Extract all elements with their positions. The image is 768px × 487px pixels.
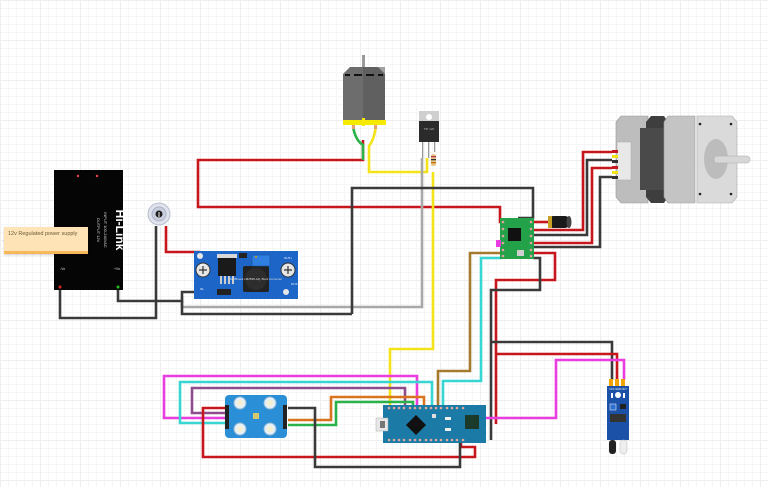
buck-in-pos-label: IN+ <box>200 263 205 267</box>
wire-magenta-color[interactable] <box>162 374 419 420</box>
wire-magenta-ir[interactable] <box>400 358 626 420</box>
wire-cyan-driver[interactable] <box>441 256 502 408</box>
wire-brown[interactable] <box>436 251 502 408</box>
wire-black-buck-out[interactable] <box>180 301 352 316</box>
wire-orange-color[interactable] <box>288 395 426 422</box>
note-text: 12v Regulated power supply <box>8 231 78 237</box>
wire-stepper-2[interactable] <box>533 158 612 237</box>
wire-red-ir[interactable] <box>496 352 619 380</box>
wire-cyan-color[interactable] <box>178 380 434 425</box>
wire-black-color[interactable] <box>288 406 462 469</box>
arduino-nano[interactable] <box>375 405 486 443</box>
wire-black-switch[interactable] <box>58 226 158 320</box>
psu-neg-terminal[interactable] <box>58 285 62 289</box>
sticky-note[interactable]: 12v Regulated power supply <box>4 227 88 254</box>
buck-chip-label: RedBoard LM2596 Adj. Buck Converter <box>230 277 283 281</box>
buck-converter[interactable]: RedBoard LM2596 Adj. Buck Converter IN+ … <box>194 251 298 299</box>
stepper-motor[interactable] <box>612 115 751 204</box>
stepper-driver[interactable] <box>496 218 534 259</box>
wire-green-color[interactable] <box>288 400 415 427</box>
dc-motor[interactable] <box>343 55 386 129</box>
wire-yellow-motor[interactable] <box>367 125 429 174</box>
psu-neg-pin: -Vo <box>60 267 65 271</box>
psu-pos-terminal[interactable] <box>116 285 120 289</box>
wire-black-psu[interactable] <box>116 288 198 303</box>
buck-out-neg-label: OUT- <box>291 282 298 286</box>
wire-stepper-3[interactable] <box>533 166 612 245</box>
buck-out-pos-label: OUT+ <box>284 256 292 260</box>
transistor-label: TIP 120 <box>424 127 435 131</box>
buck-in-neg-label: IN- <box>200 287 204 291</box>
wire-yellow-resistor[interactable] <box>388 172 435 412</box>
psu-pos-pin: +Vo <box>114 267 120 271</box>
wire-green-motor[interactable] <box>351 125 365 160</box>
toggle-switch[interactable] <box>147 202 171 226</box>
ir-sensor[interactable]: VCC GND OUT <box>607 379 629 455</box>
wire-stepper-4[interactable] <box>533 175 612 249</box>
capacitor[interactable] <box>548 216 572 228</box>
wire-black-driver-gnd[interactable] <box>489 256 542 440</box>
wire-stepper-1[interactable] <box>533 150 612 232</box>
wire-black-ir[interactable] <box>491 340 614 380</box>
psu-brand-label: Hi-Link <box>113 210 127 251</box>
psu-output-label: OUTPUT 12V <box>96 218 101 243</box>
resistor[interactable] <box>431 154 436 166</box>
psu-input-label: INPUT 100-240VAC <box>103 212 108 248</box>
ir-pins-label: VCC GND OUT <box>609 388 627 391</box>
transistor[interactable]: TIP 120 <box>419 111 439 158</box>
color-sensor[interactable] <box>225 395 287 438</box>
wire-red-driver-vcc[interactable] <box>494 251 557 424</box>
wire-red-switch[interactable] <box>164 226 200 254</box>
